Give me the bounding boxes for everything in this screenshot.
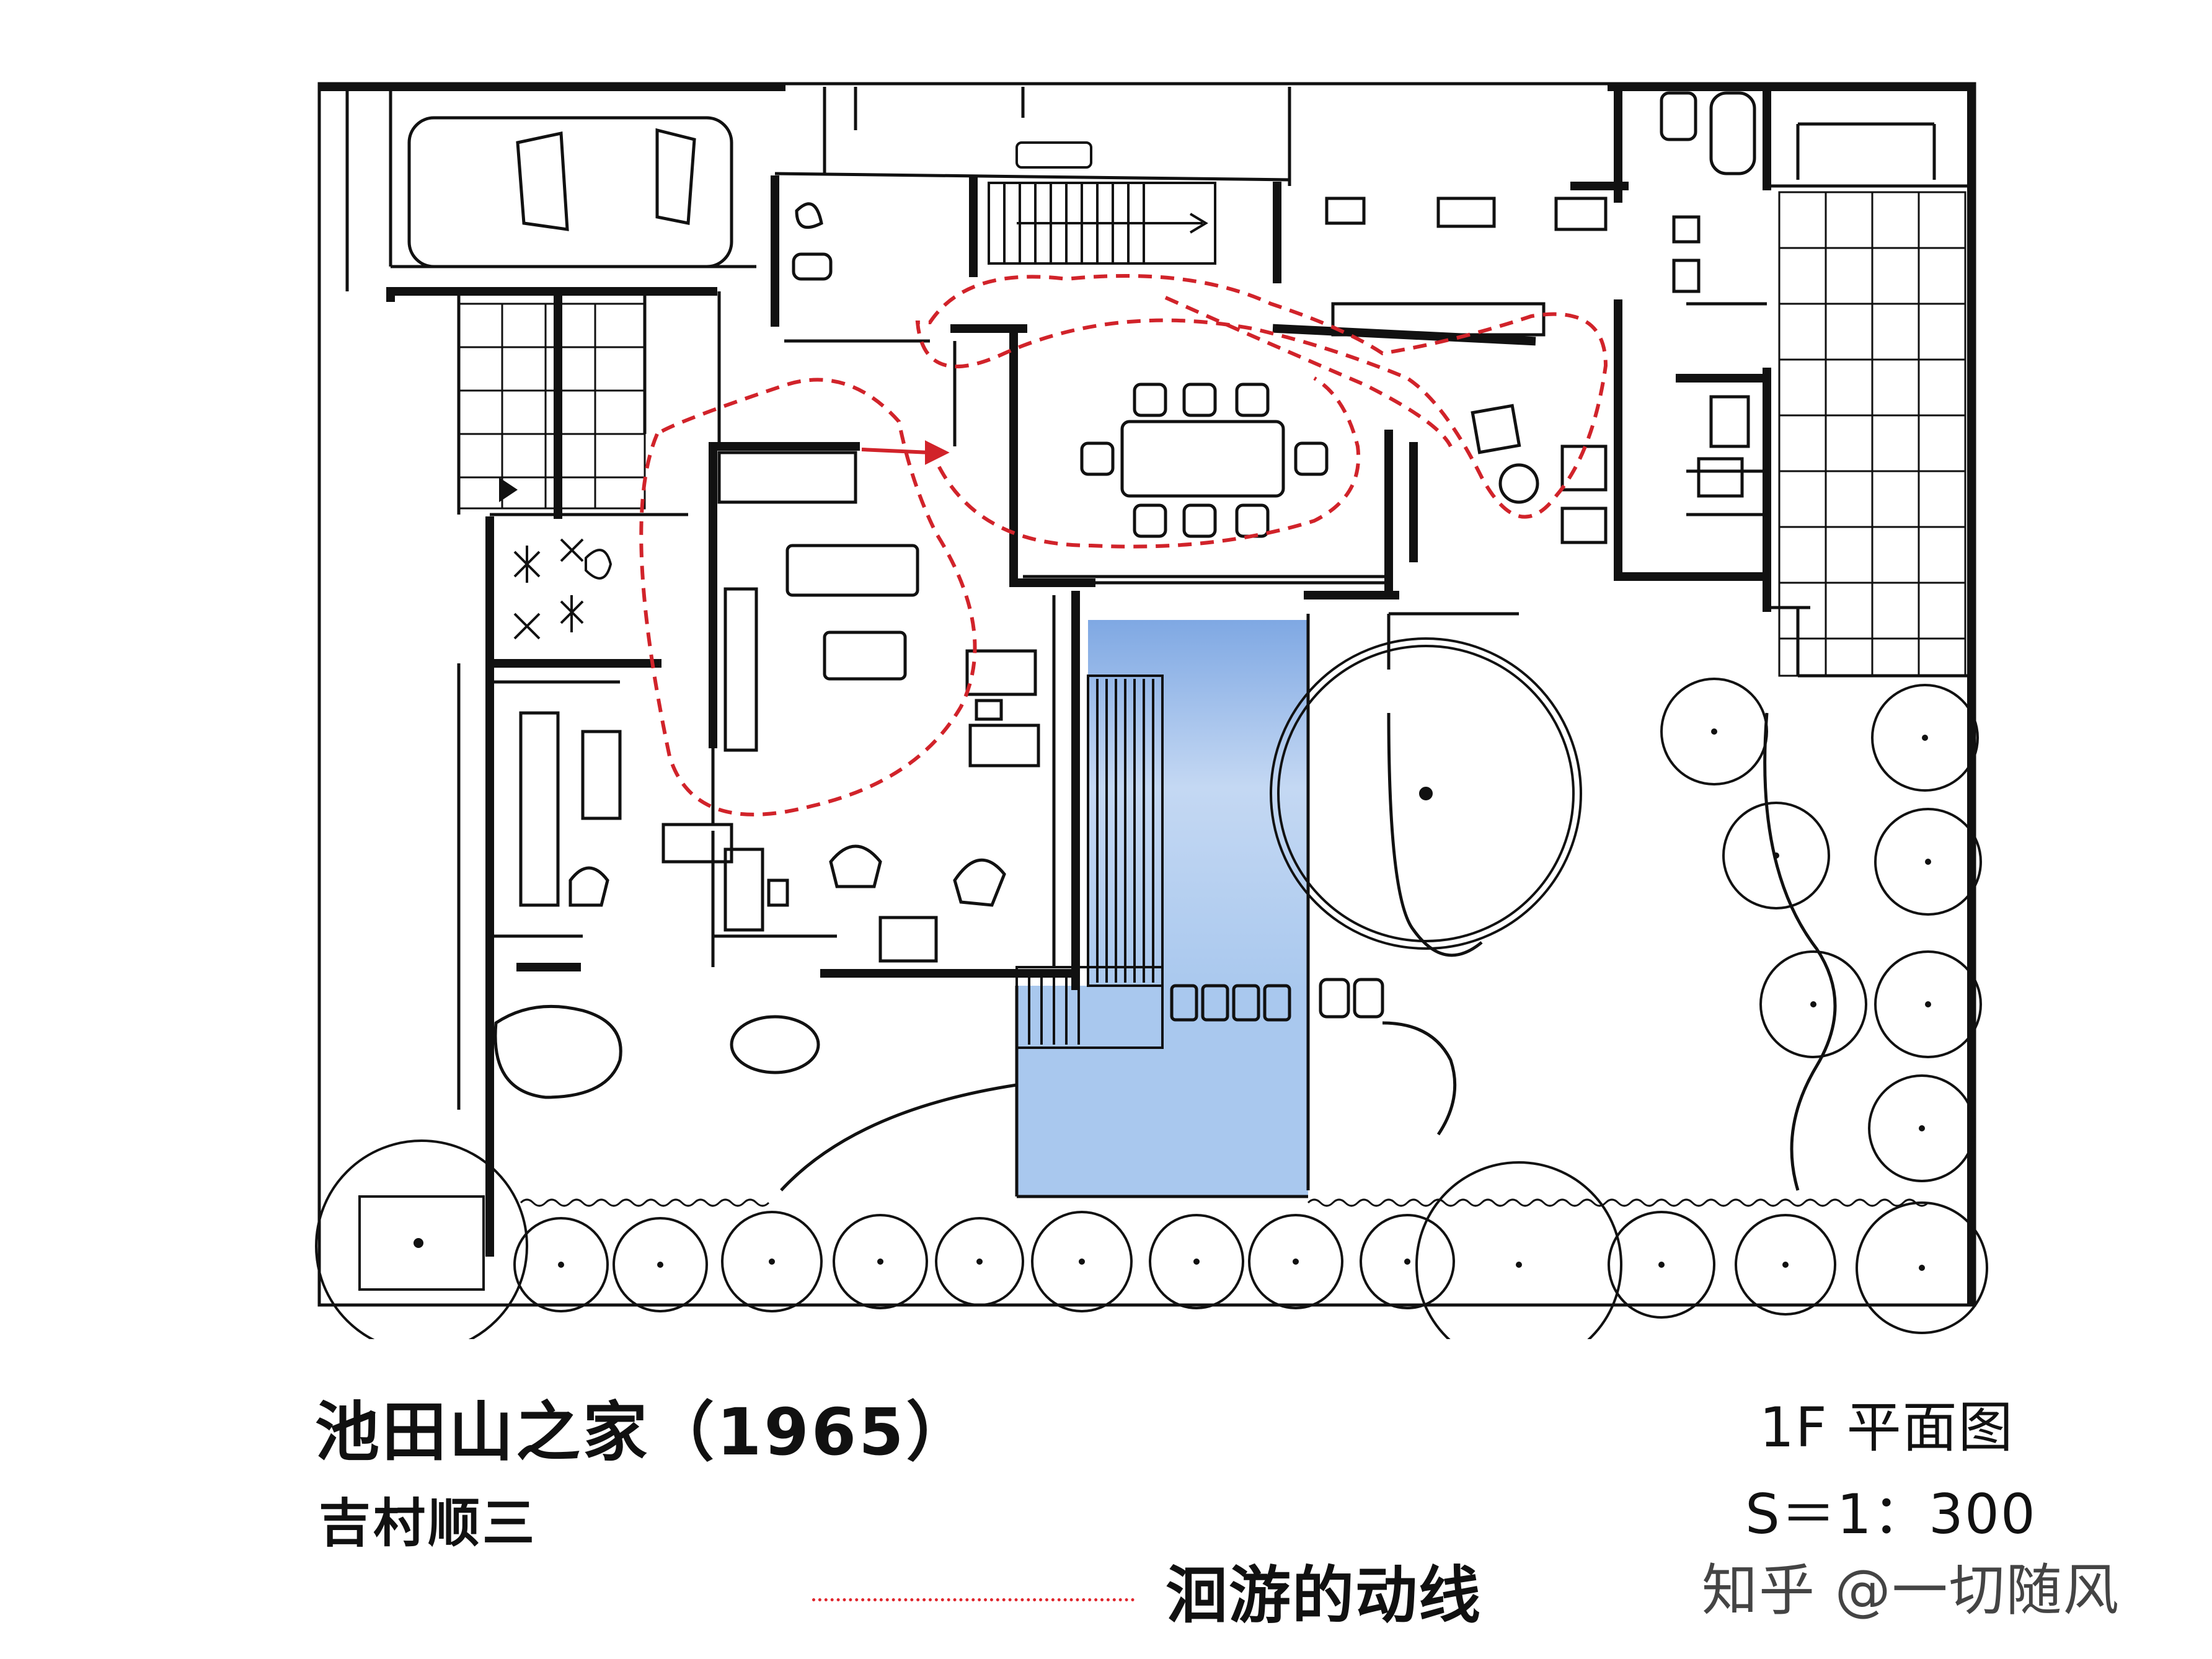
pebble-border (520, 1198, 1929, 1207)
entrance-arrow-icon (499, 477, 518, 502)
scale-label: S＝1：300 (1745, 1482, 2037, 1546)
tree-trunk-dots (558, 728, 1931, 1271)
car (516, 128, 696, 231)
architect-name: 吉村顺三 (319, 1493, 538, 1554)
wooden-deck (1015, 675, 1164, 1049)
drawing-title: 池田山之家（1965） (315, 1394, 973, 1470)
terrace-paving (458, 191, 1966, 677)
route-arrow-icon (861, 440, 950, 465)
planted-courtyard (513, 538, 613, 640)
legend-route-label: 洄游的动线 (1166, 1559, 1482, 1632)
watermark: 知乎 @一切随风 (1702, 1558, 2120, 1623)
large-tree (1270, 637, 1582, 950)
plan-label: 1F 平面图 (1759, 1396, 2014, 1459)
kitchen-furniture (792, 91, 1756, 544)
circulation-route (639, 274, 1608, 816)
trees (315, 637, 1988, 1339)
living-room-furniture (519, 451, 1040, 963)
corner-tree (315, 1139, 528, 1339)
dining-table-set (1080, 383, 1329, 538)
thin-walls (317, 82, 1976, 1307)
garden-features (493, 712, 1837, 1192)
stepping-stones (1170, 978, 1384, 1022)
staircase (988, 141, 1216, 265)
legend-route-swatch (812, 1598, 1135, 1601)
floor-plan-drawing (315, 82, 1988, 1339)
